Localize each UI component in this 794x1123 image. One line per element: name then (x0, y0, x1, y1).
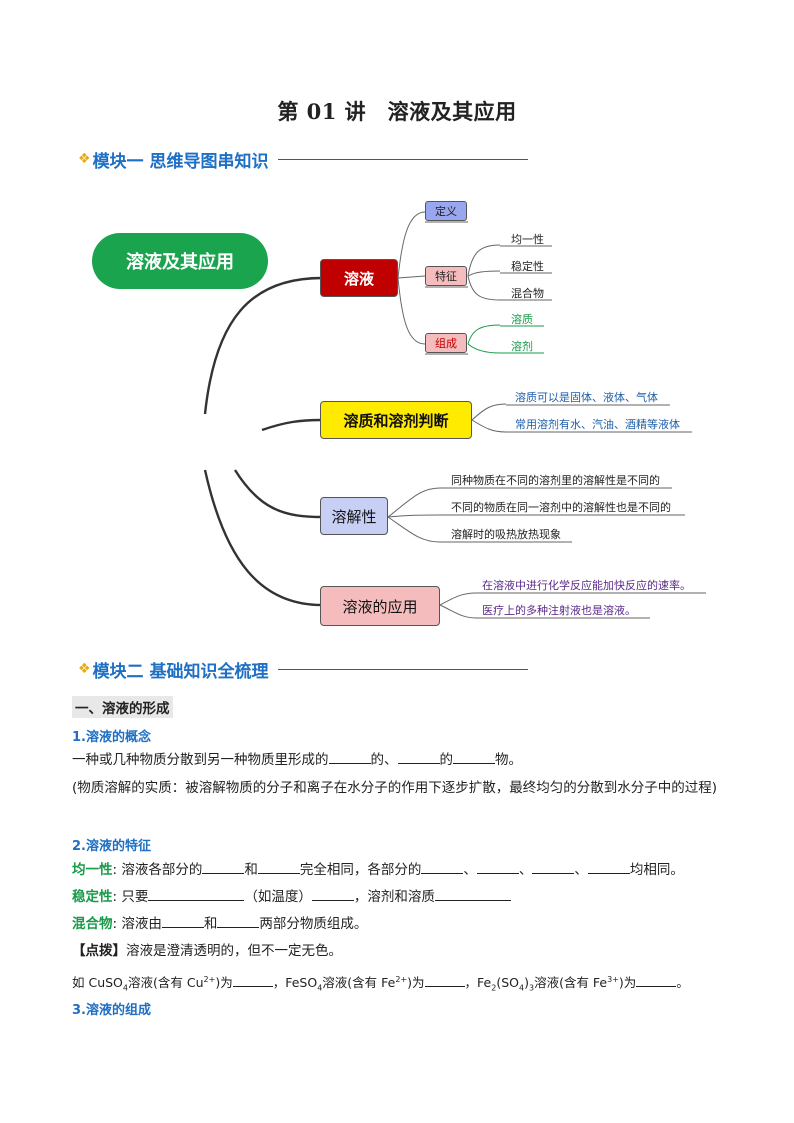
node-definition: 定义 (425, 201, 467, 221)
module-divider-1 (278, 158, 529, 160)
mindmap-connectors (203, 211, 706, 619)
uniformity-line: 均一性: 溶液各部分的和完全相同，各部分的、、、均相同。 (72, 857, 732, 884)
leaf-application-2: 医疗上的多种注射液也是溶液。 (482, 604, 636, 617)
leaf-solvent: 溶剂 (511, 340, 533, 353)
stability-line: 稳定性: 只要（如温度），溶剂和溶质 (72, 884, 732, 911)
connector-root-branch2 (261, 418, 323, 432)
node-feature: 特征 (425, 266, 467, 286)
branch-solution: 溶液 (320, 259, 398, 297)
branch-solute-solvent: 溶质和溶剂判断 (320, 401, 472, 439)
leaf-mixture: 混合物 (511, 287, 544, 300)
connector-root-branch3 (233, 469, 323, 519)
leaf-solubility-3: 溶解时的吸热放热现象 (451, 528, 561, 541)
leaf-uniformity: 均一性 (511, 233, 544, 246)
leaf-solubility-2: 不同的物质在同一溶剂中的溶解性也是不同的 (451, 501, 671, 514)
concept-note: (物质溶解的实质：被溶解物质的分子和离子在水分子的作用下逐步扩散，最终均匀的分散… (72, 780, 718, 796)
concept-line: 一种或几种物质分散到另一种物质里形成的的、的物。 (72, 747, 732, 774)
diamond-icon: ❖ (78, 661, 90, 677)
leaf-solute-states: 溶质可以是固体、液体、气体 (515, 391, 658, 404)
branch-solubility: 溶解性 (320, 497, 388, 535)
mixture-line: 混合物: 溶液由和两部分物质组成。 (72, 911, 732, 938)
page-title: 第 01 讲 溶液及其应用 (277, 99, 517, 124)
mindmap-root: 溶液及其应用 (92, 233, 268, 289)
leaf-stability: 稳定性 (511, 260, 544, 273)
leaf-application-1: 在溶液中进行化学反应能加快反应的速率。 (482, 579, 691, 592)
section-heading: 一、溶液的形成 (72, 696, 173, 718)
module-title-2: 模块二 基础知识全梳理 (92, 661, 269, 682)
tip-line: 【点拨】溶液是澄清透明的，但不一定无色。 (72, 943, 342, 959)
module-title-1: 模块一 思维导图串知识 (92, 151, 269, 172)
branch-application: 溶液的应用 (320, 586, 440, 626)
node-composition: 组成 (425, 333, 467, 353)
blank (328, 749, 371, 764)
module-divider-2 (278, 668, 529, 670)
module-heading-1: ❖ 模块一 思维导图串知识 (78, 146, 529, 172)
example-line: 如 CuSO4溶液(含有 Cu2+)为，FeSO4溶液(含有 Fe2+)为，Fe… (72, 966, 732, 1002)
leaf-common-solvents: 常用溶剂有水、汽油、酒精等液体 (515, 418, 680, 431)
connector-root-branch1 (203, 276, 323, 415)
subheading-concept: 1.溶液的概念 (72, 730, 151, 745)
blank (453, 749, 495, 764)
leaf-solubility-1: 同种物质在不同的溶剂里的溶解性是不同的 (451, 474, 660, 487)
subheading-composition: 3.溶液的组成 (72, 1003, 151, 1018)
blank (397, 749, 440, 764)
connector-root-branch4 (203, 469, 323, 607)
leaf-solute: 溶质 (511, 313, 533, 326)
module-heading-2: ❖ 模块二 基础知识全梳理 (78, 656, 529, 682)
subheading-features: 2.溶液的特征 (72, 839, 151, 854)
